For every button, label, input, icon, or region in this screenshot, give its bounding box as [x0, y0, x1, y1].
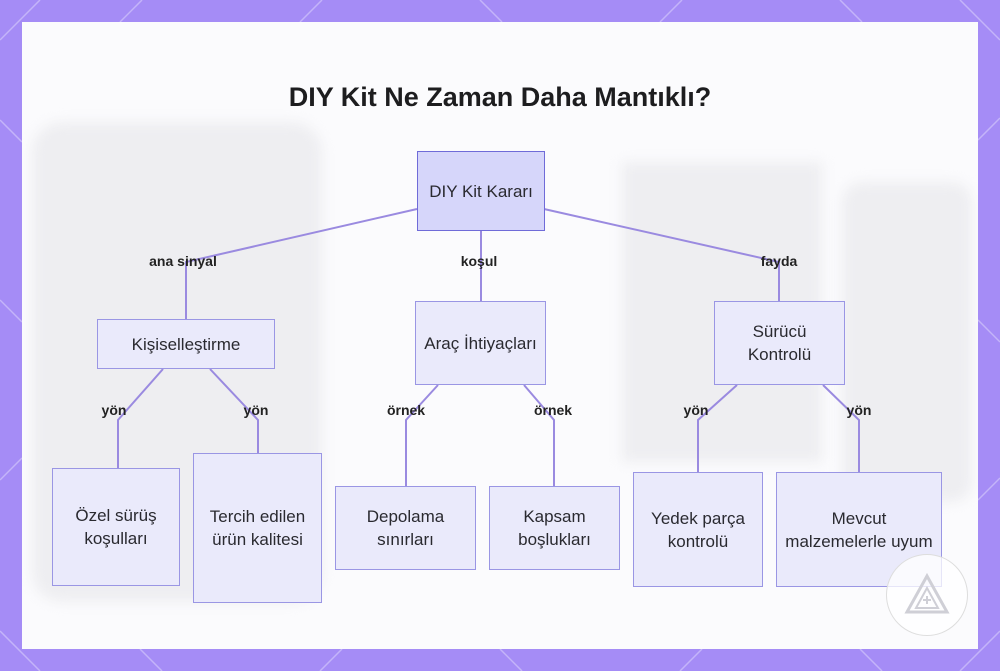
- edge-label-benefit: fayda: [761, 253, 798, 269]
- node-coverage-gaps: Kapsam boşlukları: [489, 486, 620, 570]
- edge-label-direction: yön: [244, 402, 269, 418]
- edge-label-example: örnek: [534, 402, 572, 418]
- node-spare-parts-control: Yedek parça kontrolü: [633, 472, 763, 587]
- edge-label-direction: yön: [684, 402, 709, 418]
- edge-label-direction: yön: [102, 402, 127, 418]
- node-personalization: Kişiselleştirme: [97, 319, 275, 369]
- edge-label-main-signal: ana sinyal: [149, 253, 217, 269]
- diagram-card: DIY Kit Ne Zaman Daha Mantıklı? DIY Kit …: [22, 22, 978, 649]
- node-vehicle-needs: Araç İhtiyaçları: [415, 301, 546, 385]
- warning-triangle-logo-icon: [886, 554, 968, 636]
- node-diy-kit-decision: DIY Kit Kararı: [417, 151, 545, 231]
- node-storage-limits: Depolama sınırları: [335, 486, 476, 570]
- node-special-driving-conditions: Özel sürüş koşulları: [52, 468, 180, 586]
- edge-label-direction: yön: [847, 402, 872, 418]
- edge-label-condition: koşul: [461, 253, 498, 269]
- node-driver-control: Sürücü Kontrolü: [714, 301, 845, 385]
- edge-label-example: örnek: [387, 402, 425, 418]
- node-preferred-product-quality: Tercih edilen ürün kalitesi: [193, 453, 322, 603]
